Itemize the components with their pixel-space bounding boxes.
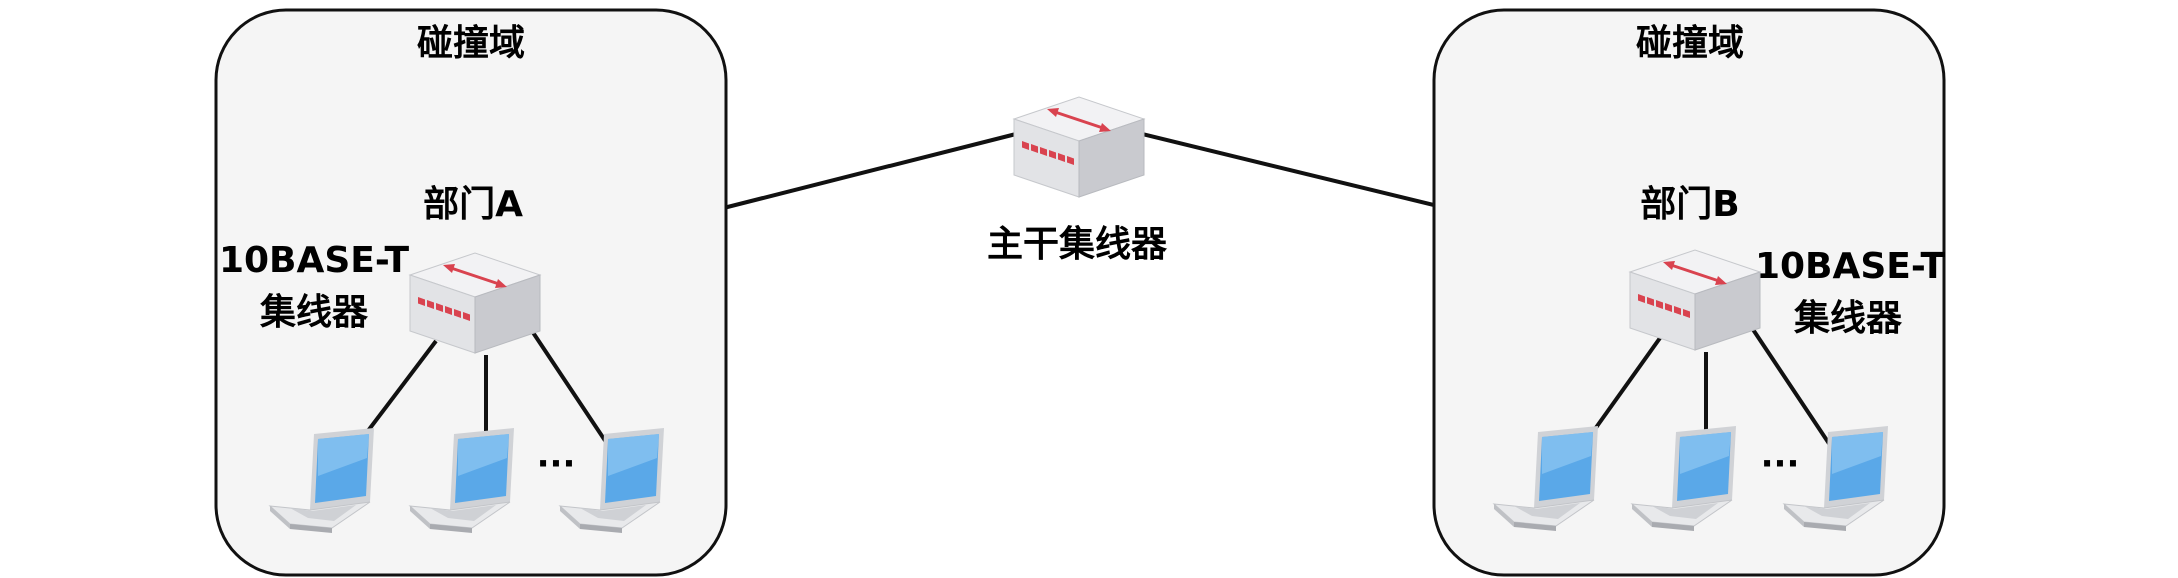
domain-b-ellipsis: ···: [1761, 444, 1800, 484]
department-b-label: 部门B: [1640, 184, 1739, 225]
hub-a-label-line1: 10BASE-T: [219, 240, 410, 281]
hub-b-label-line1: 10BASE-T: [1755, 246, 1946, 287]
collision-domain-b: 碰撞域 部门B 10BASE-T 集线器 ···: [1432, 8, 1946, 577]
hub-b-label-line2: 集线器: [1793, 298, 1903, 339]
collision-domain-b-title: 碰撞域: [1636, 23, 1744, 64]
backbone-hub: 主干集线器: [987, 95, 1168, 265]
hub-b-icon: [1628, 248, 1762, 352]
collision-domain-a: 碰撞域 部门A 10BASE-T 集线器 ···: [214, 8, 728, 577]
domain-a-ellipsis: ···: [537, 444, 576, 484]
backbone-hub-icon: [1012, 95, 1146, 199]
link-hub-a-laptop-3: [530, 329, 610, 447]
department-a-label: 部门A: [423, 184, 523, 225]
backbone-hub-label: 主干集线器: [987, 224, 1168, 265]
hub-a-icon: [408, 251, 542, 355]
collision-domain-a-title: 碰撞域: [417, 23, 525, 64]
link-hub-b-laptop-3: [1750, 326, 1834, 450]
hub-a-label-line2: 集线器: [259, 292, 369, 333]
